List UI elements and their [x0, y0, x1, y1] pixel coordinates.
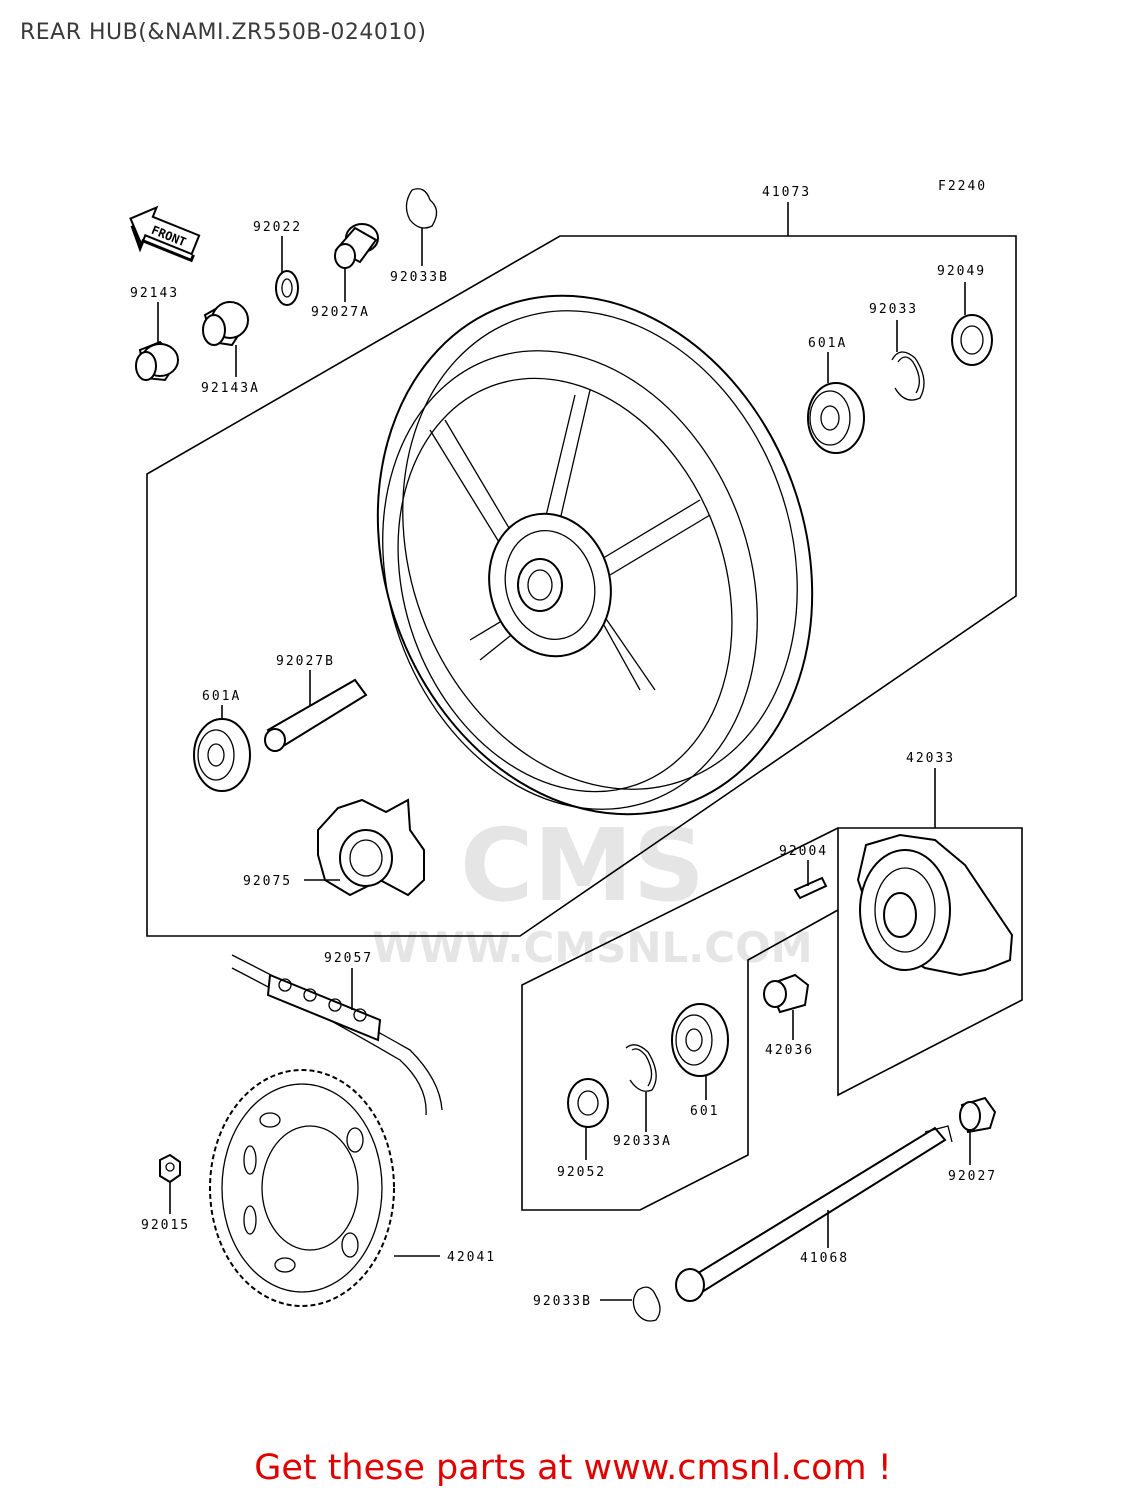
oil-seal-92049	[951, 314, 993, 366]
page-title: REAR HUB(&NAMI.ZR550B-024010)	[20, 20, 427, 45]
label-92075: 92075	[243, 874, 292, 889]
label-92033B-bottom: 92033B	[533, 1294, 592, 1309]
label-92052: 92052	[557, 1165, 606, 1180]
axle-sleeve-92027B	[264, 678, 368, 752]
stud-92004	[793, 876, 828, 900]
bearing-601	[671, 1003, 729, 1077]
damper-92075	[317, 798, 425, 897]
rear-wheel	[376, 294, 814, 816]
label-601: 601	[690, 1104, 719, 1119]
label-41068: 41068	[800, 1251, 849, 1266]
bearing-601A-top	[807, 382, 865, 454]
label-42041: 42041	[447, 1250, 496, 1265]
label-92033A: 92033A	[613, 1134, 672, 1149]
label-92015: 92015	[141, 1218, 190, 1233]
circlip-92033	[891, 351, 925, 401]
watermark-url: WWW.CMSNL.COM	[372, 923, 813, 972]
collar-92143A	[202, 300, 250, 347]
rear-axle-41068	[675, 1125, 953, 1302]
leader-lines	[157, 202, 971, 1301]
drive-chain-92057	[231, 954, 443, 1116]
label-92033: 92033	[869, 302, 918, 317]
footer-cta-link[interactable]: Get these parts at www.cmsnl.com !	[254, 1448, 892, 1488]
label-92143A: 92143A	[201, 381, 260, 396]
label-92143: 92143	[130, 286, 179, 301]
label-41073: 41073	[762, 185, 811, 200]
label-92027B: 92027B	[276, 654, 335, 669]
label-601A-top: 601A	[808, 336, 847, 351]
collar-42036	[763, 973, 810, 1014]
label-92033B-top: 92033B	[390, 270, 449, 285]
exploded-parts-diagram: CMS WWW.CMSNL.COM F2240 FRONT	[129, 179, 1023, 1322]
label-92004: 92004	[779, 844, 828, 859]
washer-92022	[275, 270, 299, 306]
hub-assembly-frame-lower	[521, 827, 839, 1211]
circlip-92033B-top	[405, 188, 438, 229]
label-92049: 92049	[937, 264, 986, 279]
rear-sprocket-42041	[209, 1069, 395, 1307]
watermark-logo: CMS	[460, 807, 705, 924]
figure-code: F2240	[938, 179, 987, 194]
sprocket-hub-42033	[856, 833, 1014, 977]
wheel-assembly-frame	[146, 235, 1017, 937]
part-labels: 41073 92049 92033 601A 92022 92033B 9202…	[130, 185, 997, 1309]
collar-92143	[135, 340, 180, 382]
label-42036: 42036	[765, 1043, 814, 1058]
label-92027A: 92027A	[311, 305, 370, 320]
collar-92027	[959, 1096, 997, 1134]
label-601A-left: 601A	[202, 689, 241, 704]
oil-seal-92052	[567, 1078, 609, 1128]
circlip-92033A	[625, 1044, 657, 1092]
bearing-601A-left	[193, 718, 251, 792]
label-92022: 92022	[253, 220, 302, 235]
label-42033: 42033	[906, 751, 955, 766]
circlip-92033B-bottom	[632, 1286, 661, 1322]
hub-assembly-frame	[837, 827, 1023, 1097]
label-92027: 92027	[948, 1169, 997, 1184]
collar-92027A	[334, 223, 379, 269]
label-92057: 92057	[324, 951, 373, 966]
front-arrow-icon: FRONT	[129, 205, 201, 263]
nut-92015	[159, 1153, 181, 1184]
